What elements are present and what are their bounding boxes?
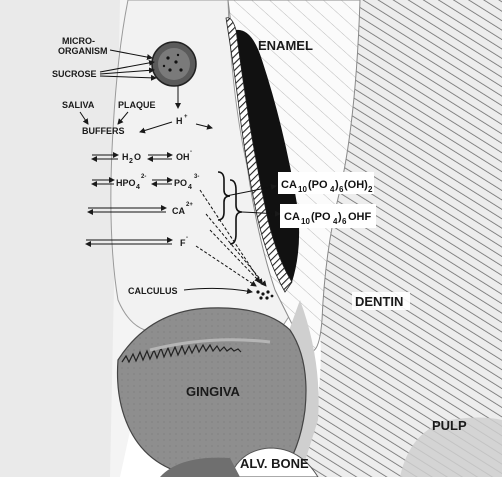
label-micro-organism-line2: ORGANISM xyxy=(58,46,108,56)
svg-text:2: 2 xyxy=(368,185,373,194)
svg-text:CA: CA xyxy=(281,179,297,191)
label-alv-bone: ALV. BONE xyxy=(240,456,309,471)
svg-text:(PO: (PO xyxy=(308,179,328,191)
label-dentin: DENTIN xyxy=(355,294,403,309)
svg-text:OHF: OHF xyxy=(348,211,372,223)
svg-text:-: - xyxy=(186,235,188,241)
svg-text:CA: CA xyxy=(172,206,185,216)
svg-text:(PO: (PO xyxy=(311,211,331,223)
label-enamel: ENAMEL xyxy=(258,38,313,53)
svg-text:4: 4 xyxy=(136,184,140,191)
svg-text:4: 4 xyxy=(188,184,192,191)
svg-text:+: + xyxy=(184,114,188,120)
svg-text:O: O xyxy=(134,152,141,162)
svg-text:2: 2 xyxy=(129,158,133,165)
svg-text:2-: 2- xyxy=(141,174,146,180)
svg-text:CA: CA xyxy=(284,211,300,223)
svg-text:H: H xyxy=(176,116,183,126)
label-saliva: SALIVA xyxy=(62,100,95,110)
svg-text:H: H xyxy=(122,152,129,162)
svg-text:HPO: HPO xyxy=(116,178,136,188)
svg-text:OH: OH xyxy=(176,152,190,162)
label-plaque: PLAQUE xyxy=(118,100,156,110)
svg-text:3-: 3- xyxy=(194,174,199,180)
svg-text:PO: PO xyxy=(174,178,187,188)
svg-text:(OH): (OH) xyxy=(344,179,368,191)
svg-text:10: 10 xyxy=(298,185,307,194)
svg-text:-: - xyxy=(190,149,192,155)
svg-text:6: 6 xyxy=(342,217,347,226)
svg-text:10: 10 xyxy=(301,217,310,226)
label-pulp: PULP xyxy=(432,418,467,433)
microorganism-icon xyxy=(152,42,196,86)
label-calculus: CALCULUS xyxy=(128,286,178,296)
label-sucrose: SUCROSE xyxy=(52,69,97,79)
label-gingiva: GINGIVA xyxy=(186,384,241,399)
svg-text:2+: 2+ xyxy=(186,202,193,208)
label-buffers: BUFFERS xyxy=(82,126,125,136)
label-micro-organism-line1: MICRO- xyxy=(62,36,95,46)
